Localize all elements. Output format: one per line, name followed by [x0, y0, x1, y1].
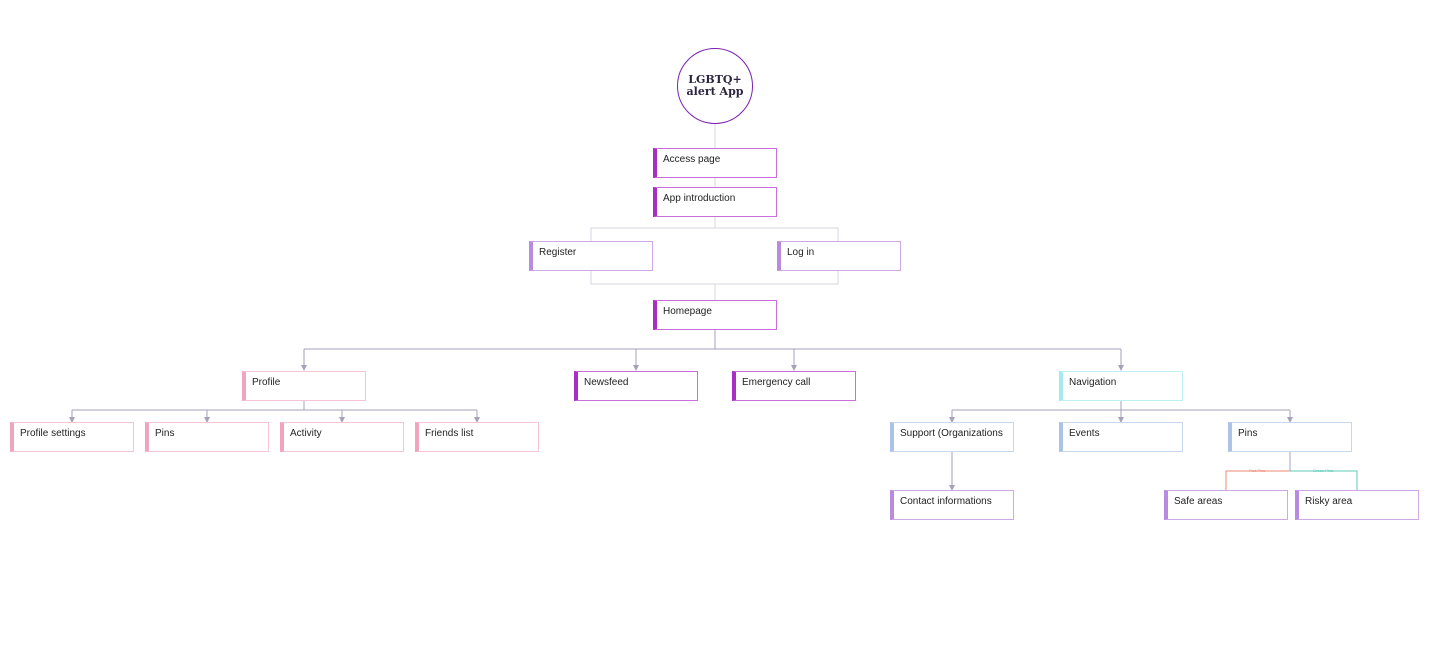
node-navigation-pins[interactable]: Pins — [1228, 422, 1352, 452]
node-label: Activity — [290, 428, 322, 439]
node-label: Profile settings — [20, 428, 86, 439]
node-events[interactable]: Events — [1059, 422, 1183, 452]
node-label: Friends list — [425, 428, 474, 439]
node-homepage[interactable]: Homepage — [653, 300, 777, 330]
red-pins-edge-label: Red Pins — [1249, 468, 1266, 473]
node-friends-list[interactable]: Friends list — [415, 422, 539, 452]
node-label: Risky area — [1305, 496, 1353, 507]
node-label: Emergency call — [742, 377, 811, 388]
root-label-line2: alert App — [686, 85, 744, 98]
node-profile-pins[interactable]: Pins — [145, 422, 269, 452]
node-label: Events — [1069, 428, 1100, 439]
node-support[interactable]: Support (Organizations — [890, 422, 1014, 452]
node-label: Newsfeed — [584, 377, 629, 388]
node-label: Register — [539, 247, 577, 258]
node-label: Log in — [787, 247, 815, 258]
node-profile-settings[interactable]: Profile settings — [10, 422, 134, 452]
node-label: Support (Organizations — [900, 428, 1003, 439]
node-emergency-call[interactable]: Emergency call — [732, 371, 856, 401]
node-label: Safe areas — [1174, 496, 1223, 507]
node-safe-areas[interactable]: Safe areas — [1164, 490, 1288, 520]
node-label: Navigation — [1069, 377, 1117, 388]
root-node[interactable]: LGBTQ+ alert App — [677, 48, 753, 124]
green-pins-edge-label: Green Pins — [1313, 468, 1334, 473]
node-label: Pins — [155, 428, 175, 439]
node-navigation[interactable]: Navigation — [1059, 371, 1183, 401]
node-profile[interactable]: Profile — [242, 371, 366, 401]
node-label: Profile — [252, 377, 281, 388]
node-register[interactable]: Register — [529, 241, 653, 271]
node-risky-area[interactable]: Risky area — [1295, 490, 1419, 520]
node-label: Access page — [663, 154, 721, 165]
node-app-introduction[interactable]: App introduction — [653, 187, 777, 217]
node-label: Pins — [1238, 428, 1258, 439]
node-newsfeed[interactable]: Newsfeed — [574, 371, 698, 401]
node-label: App introduction — [663, 193, 736, 204]
node-activity[interactable]: Activity — [280, 422, 404, 452]
node-contact-informations[interactable]: Contact informations — [890, 490, 1014, 520]
node-access-page[interactable]: Access page — [653, 148, 777, 178]
node-label: Contact informations — [900, 496, 992, 507]
node-log-in[interactable]: Log in — [777, 241, 901, 271]
root-label-line1: LGBTQ+ — [688, 73, 742, 86]
node-label: Homepage — [663, 306, 712, 317]
